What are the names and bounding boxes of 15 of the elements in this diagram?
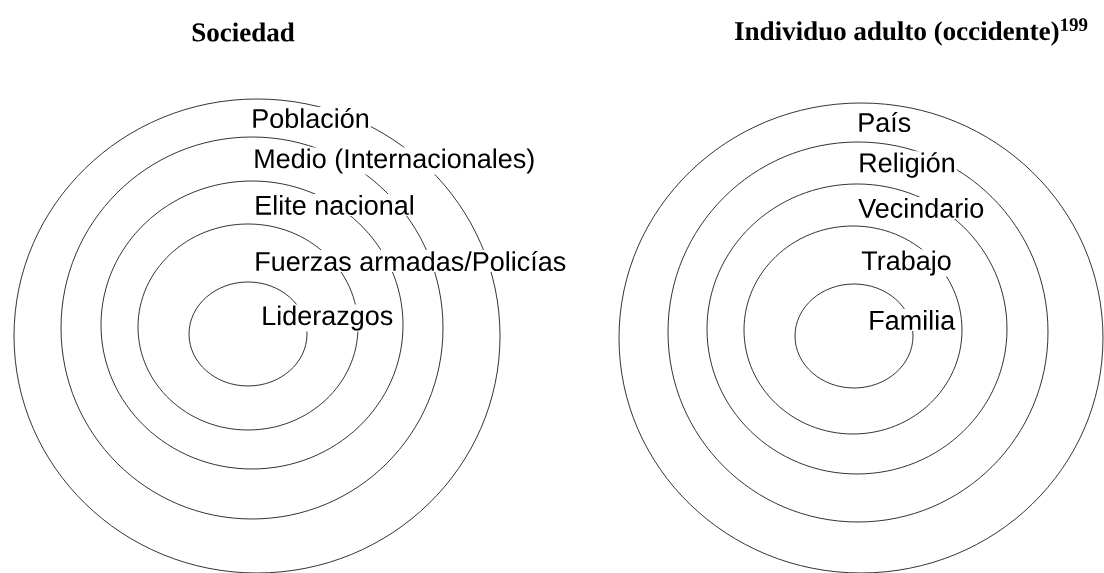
ring: [794, 283, 957, 389]
ring-label: Familia: [867, 309, 957, 331]
ring-label: Medio (Internacionales): [252, 147, 537, 175]
ring-label: Fuerzas armadas/Policías: [253, 249, 568, 273]
heading: Individuo adulto (occidente)$^{199}$: [735, 18, 1088, 46]
ring-label: Población: [250, 106, 371, 130]
ring-label: Religión: [857, 151, 957, 179]
heading: Sociedad: [192, 22, 295, 42]
ring-label: Elite nacional: [253, 194, 416, 216]
ring-label: Vecindario: [857, 197, 986, 219]
ring: [188, 281, 395, 387]
ring-label: Trabajo: [860, 249, 953, 277]
ring-label: Liderazgos: [260, 304, 395, 332]
ring: [618, 102, 1104, 573]
ring-label: País: [856, 110, 913, 134]
